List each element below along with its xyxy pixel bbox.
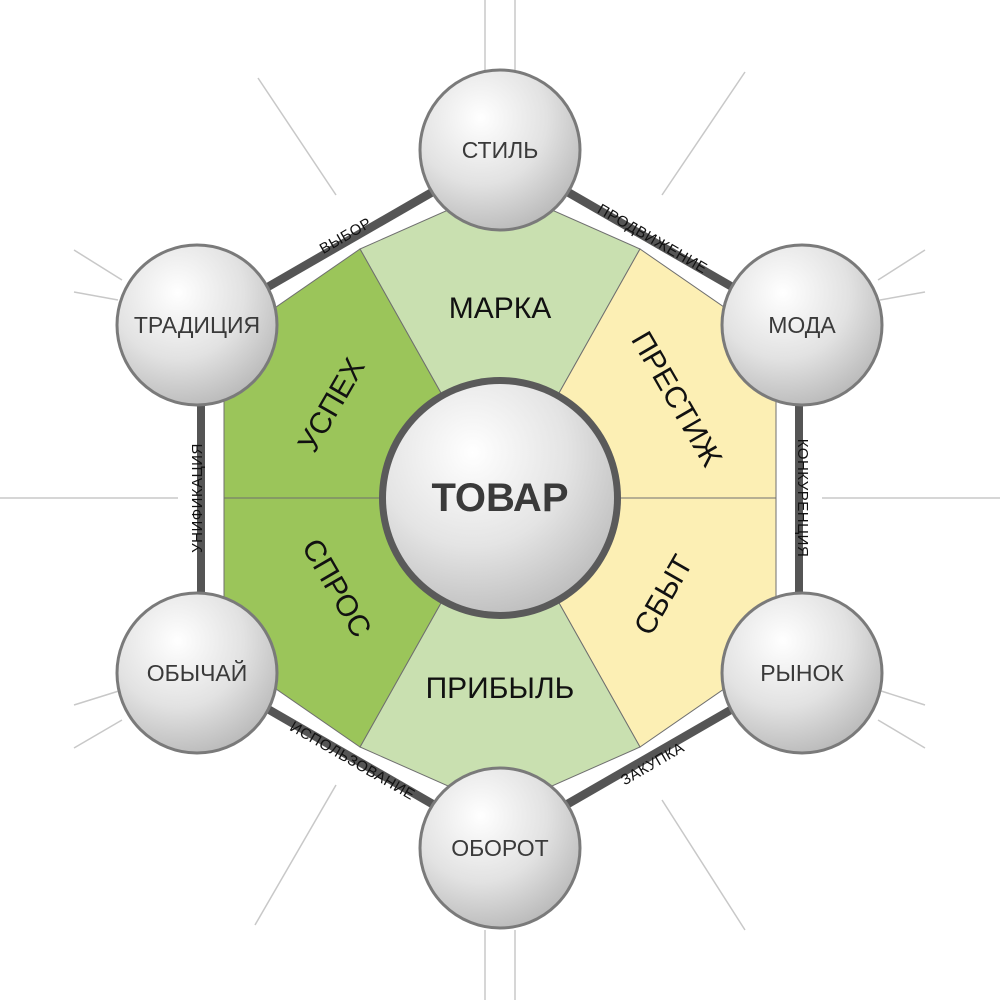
- sector-label-top: МАРКА: [449, 292, 552, 325]
- node-upper-left: ТРАДИЦИЯ: [115, 243, 279, 407]
- sector-label-bottom: ПРИБЫЛЬ: [426, 672, 575, 705]
- node-label-upper-right: МОДА: [768, 312, 836, 338]
- node-top: СТИЛЬ: [418, 68, 582, 232]
- center-sphere: ТОВАР: [379, 377, 621, 619]
- node-upper-right: МОДА: [720, 243, 884, 407]
- node-label-lower-right: РЫНОК: [760, 660, 844, 686]
- node-bottom: ОБОРОТ: [418, 766, 582, 930]
- edge-label-right: КОНКУРЕНЦИЯ: [794, 439, 811, 558]
- center-label: ТОВАР: [431, 476, 568, 520]
- edge-label-left: УНИФИКАЦИЯ: [189, 443, 206, 553]
- node-lower-left: ОБЫЧАЙ: [115, 591, 279, 755]
- node-label-bottom: ОБОРОТ: [451, 835, 548, 861]
- node-label-lower-left: ОБЫЧАЙ: [147, 659, 248, 686]
- node-label-upper-left: ТРАДИЦИЯ: [134, 312, 260, 338]
- node-lower-right: РЫНОК: [720, 591, 884, 755]
- node-label-top: СТИЛЬ: [462, 137, 539, 163]
